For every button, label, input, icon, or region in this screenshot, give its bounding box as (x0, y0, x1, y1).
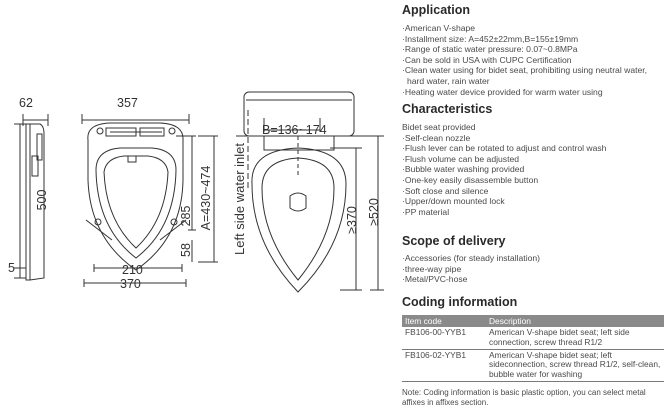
list-item: ·Can be sold in USA with CUPC Certificat… (402, 54, 572, 65)
col-item-code: Item code (402, 315, 486, 327)
delivery-list: ·Accessories (for steady installation)·t… (402, 253, 664, 285)
list-item: ·Bubble water washing provided (402, 164, 525, 175)
characteristics-list: Bidet seat provided·Self-clean nozzle·Fl… (402, 122, 664, 217)
toilet-outline (236, 91, 384, 293)
coding-table: Item code Description FB106-00-YYB1 Amer… (402, 315, 664, 382)
list-item: ·Clean water using for bidet seat, prohi… (402, 65, 648, 86)
list-item: ·American V-shape (402, 23, 476, 33)
application-list: ·American V-shape·Installment size: A=45… (402, 23, 664, 97)
characteristics-heading: Characteristics (402, 102, 493, 116)
dim-ge-520: ≥520 (367, 198, 381, 226)
list-item: ·Flush volume can be adjusted (402, 153, 520, 164)
item-code: FB106-02-YYB1 (402, 349, 486, 382)
dim-b-range: B=136~174 (262, 123, 327, 137)
item-code: FB106-00-YYB1 (402, 327, 486, 350)
dim-ge-370: ≥370 (345, 206, 359, 234)
dim-210: 210 (122, 263, 143, 277)
list-item: Bidet seat provided (402, 122, 476, 132)
application-heading: Application (402, 3, 471, 17)
list-item: ·PP material (402, 206, 450, 217)
list-item: ·three-way pipe (402, 263, 462, 274)
table-row: FB106-02-YYB1 American V-shape bidet sea… (402, 349, 664, 382)
dim-370: 370 (120, 277, 141, 291)
list-item: ·Upper/down mounted lock (402, 196, 505, 207)
list-item: ·Accessories (for steady installation) (402, 253, 541, 263)
list-item: ·Flush lever can be rotated to adjust an… (402, 143, 607, 154)
list-item: ·Self-clean nozzle (402, 132, 471, 143)
col-description: Description (486, 315, 664, 327)
list-item: ·Installment size: A=452±22mm,B=155±19mm (402, 33, 579, 44)
dim-a-range: A=430~474 (199, 166, 213, 231)
dim-side-height: 500 (35, 190, 49, 211)
table-row: FB106-00-YYB1 American V-shape bidet sea… (402, 327, 664, 350)
dim-bottom-offset: 5 (8, 261, 15, 275)
dim-58: 58 (179, 243, 193, 257)
dim-285: 285 (179, 206, 193, 227)
dim-side-width: 62 (19, 96, 33, 110)
list-item: ·One-key easily disassemble button (402, 174, 539, 185)
dimension-drawing: 62 357 500 5 285 A=430~474 58 210 370 B=… (8, 91, 384, 293)
list-item: ·Soft close and silence (402, 185, 489, 196)
spec-panel: Application ·American V-shape·Installmen… (400, 0, 664, 410)
coding-heading: Coding information (402, 295, 518, 309)
technical-drawings: 62 357 500 5 285 A=430~474 58 210 370 B=… (8, 91, 384, 293)
coding-note: Note: Coding information is basic plasti… (402, 388, 646, 407)
coding-table-header: Item code Description (402, 315, 664, 327)
front-view (81, 114, 218, 287)
list-item: ·Metal/PVC-hose (402, 274, 468, 285)
item-description: American V-shape bidet seat; left sideco… (486, 349, 664, 382)
item-description: American V-shape bidet seat; left side c… (486, 327, 664, 350)
dim-front-width: 357 (117, 96, 138, 110)
delivery-heading: Scope of delivery (402, 234, 506, 248)
list-item: ·Heating water device provided for warm … (402, 86, 603, 97)
list-item: ·Range of static water pressure: 0.07~0.… (402, 44, 578, 55)
side-view (14, 114, 49, 281)
inlet-label: Left side water inlet (232, 143, 247, 255)
